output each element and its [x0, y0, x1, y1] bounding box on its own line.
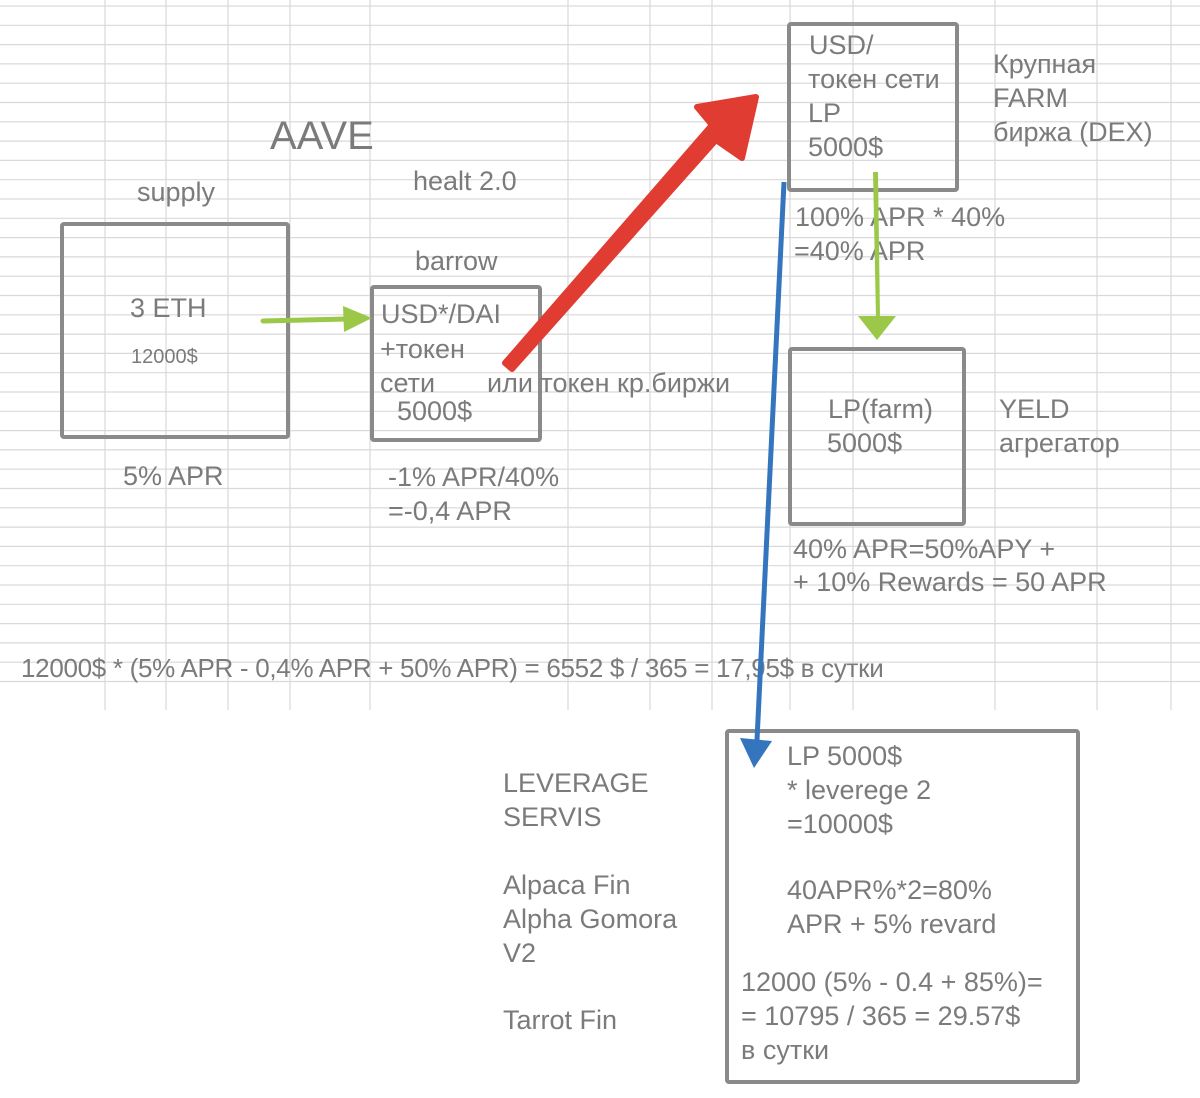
yield-label-line1: YELD [999, 394, 1070, 424]
leverage-calc-line3: в сутки [741, 1035, 830, 1065]
borrow-label: barrow [415, 246, 498, 276]
summary-formula: 12000$ * (5% APR - 0,4% APR + 50% APR) =… [21, 653, 884, 683]
yield-apr-line2: + 10% Rewards = 50 APR [793, 567, 1107, 597]
leverage-calc-line2: = 10795 / 365 = 29.57$ [741, 1001, 1021, 1031]
borrow-asset-line2: +токен [380, 334, 465, 364]
leverage-calc-line1: 12000 (5% - 0.4 + 85%)= [741, 967, 1043, 997]
borrow-apr-line2: =-0,4 APR [388, 496, 512, 526]
leverage-service: Alpaca Fin [503, 870, 631, 900]
dex-apr-line1: 100% APR * 40% [795, 202, 1006, 232]
yield-label-line2: агрегатор [999, 428, 1120, 458]
supply-apr: 5% APR [123, 461, 224, 491]
borrow-asset-line3: сети [380, 368, 436, 398]
health-factor-label: healt 2.0 [413, 166, 517, 196]
dex-label-line1: Крупная [993, 49, 1097, 79]
supply-box [60, 222, 290, 439]
borrow-amount: 5000$ [397, 396, 473, 426]
yield-lp-line1: LP(farm) [828, 394, 934, 424]
dex-lp-line3: LP [808, 98, 842, 128]
leverage-total: =10000$ [787, 809, 893, 839]
leverage-title-line1: LEVERAGE [503, 768, 649, 798]
leverage-title-line2: SERVIS [503, 802, 602, 832]
leverage-service: Alpha Gomora [503, 904, 678, 934]
borrow-asset-line1: USD*/DAI [381, 299, 502, 329]
supply-amount-eth: 3 ETH [130, 293, 207, 323]
leverage-multiplier: * leverege 2 [787, 775, 932, 805]
aave-title: AAVE [270, 114, 374, 158]
dex-lp-line1: USD/ [809, 30, 874, 60]
yield-apr-line1: 40% APR=50%APY + [793, 534, 1056, 564]
leverage-apr-line2: APR + 5% revard [787, 909, 997, 939]
leverage-lp: LP 5000$ [787, 741, 903, 771]
leverage-apr-line1: 40APR%*2=80% [787, 875, 992, 905]
borrow-alternative: или токен кр.биржи [487, 368, 731, 398]
supply-amount-usd: 12000$ [131, 346, 198, 368]
supply-label: supply [137, 177, 216, 207]
dex-label-line3: биржа (DEX) [993, 117, 1153, 147]
leverage-box [725, 729, 1080, 1084]
dex-apr-line2: =40% APR [794, 236, 926, 266]
dex-lp-line2: токен сети [808, 64, 940, 94]
borrow-apr-line1: -1% APR/40% [388, 462, 560, 492]
yield-lp-box [788, 347, 966, 526]
dex-label-line2: FARM [993, 83, 1069, 113]
yield-lp-amount: 5000$ [827, 428, 903, 458]
leverage-service: V2 [503, 938, 537, 968]
dex-lp-amount: 5000$ [808, 132, 884, 162]
leverage-service: Tarrot Fin [503, 1005, 618, 1035]
